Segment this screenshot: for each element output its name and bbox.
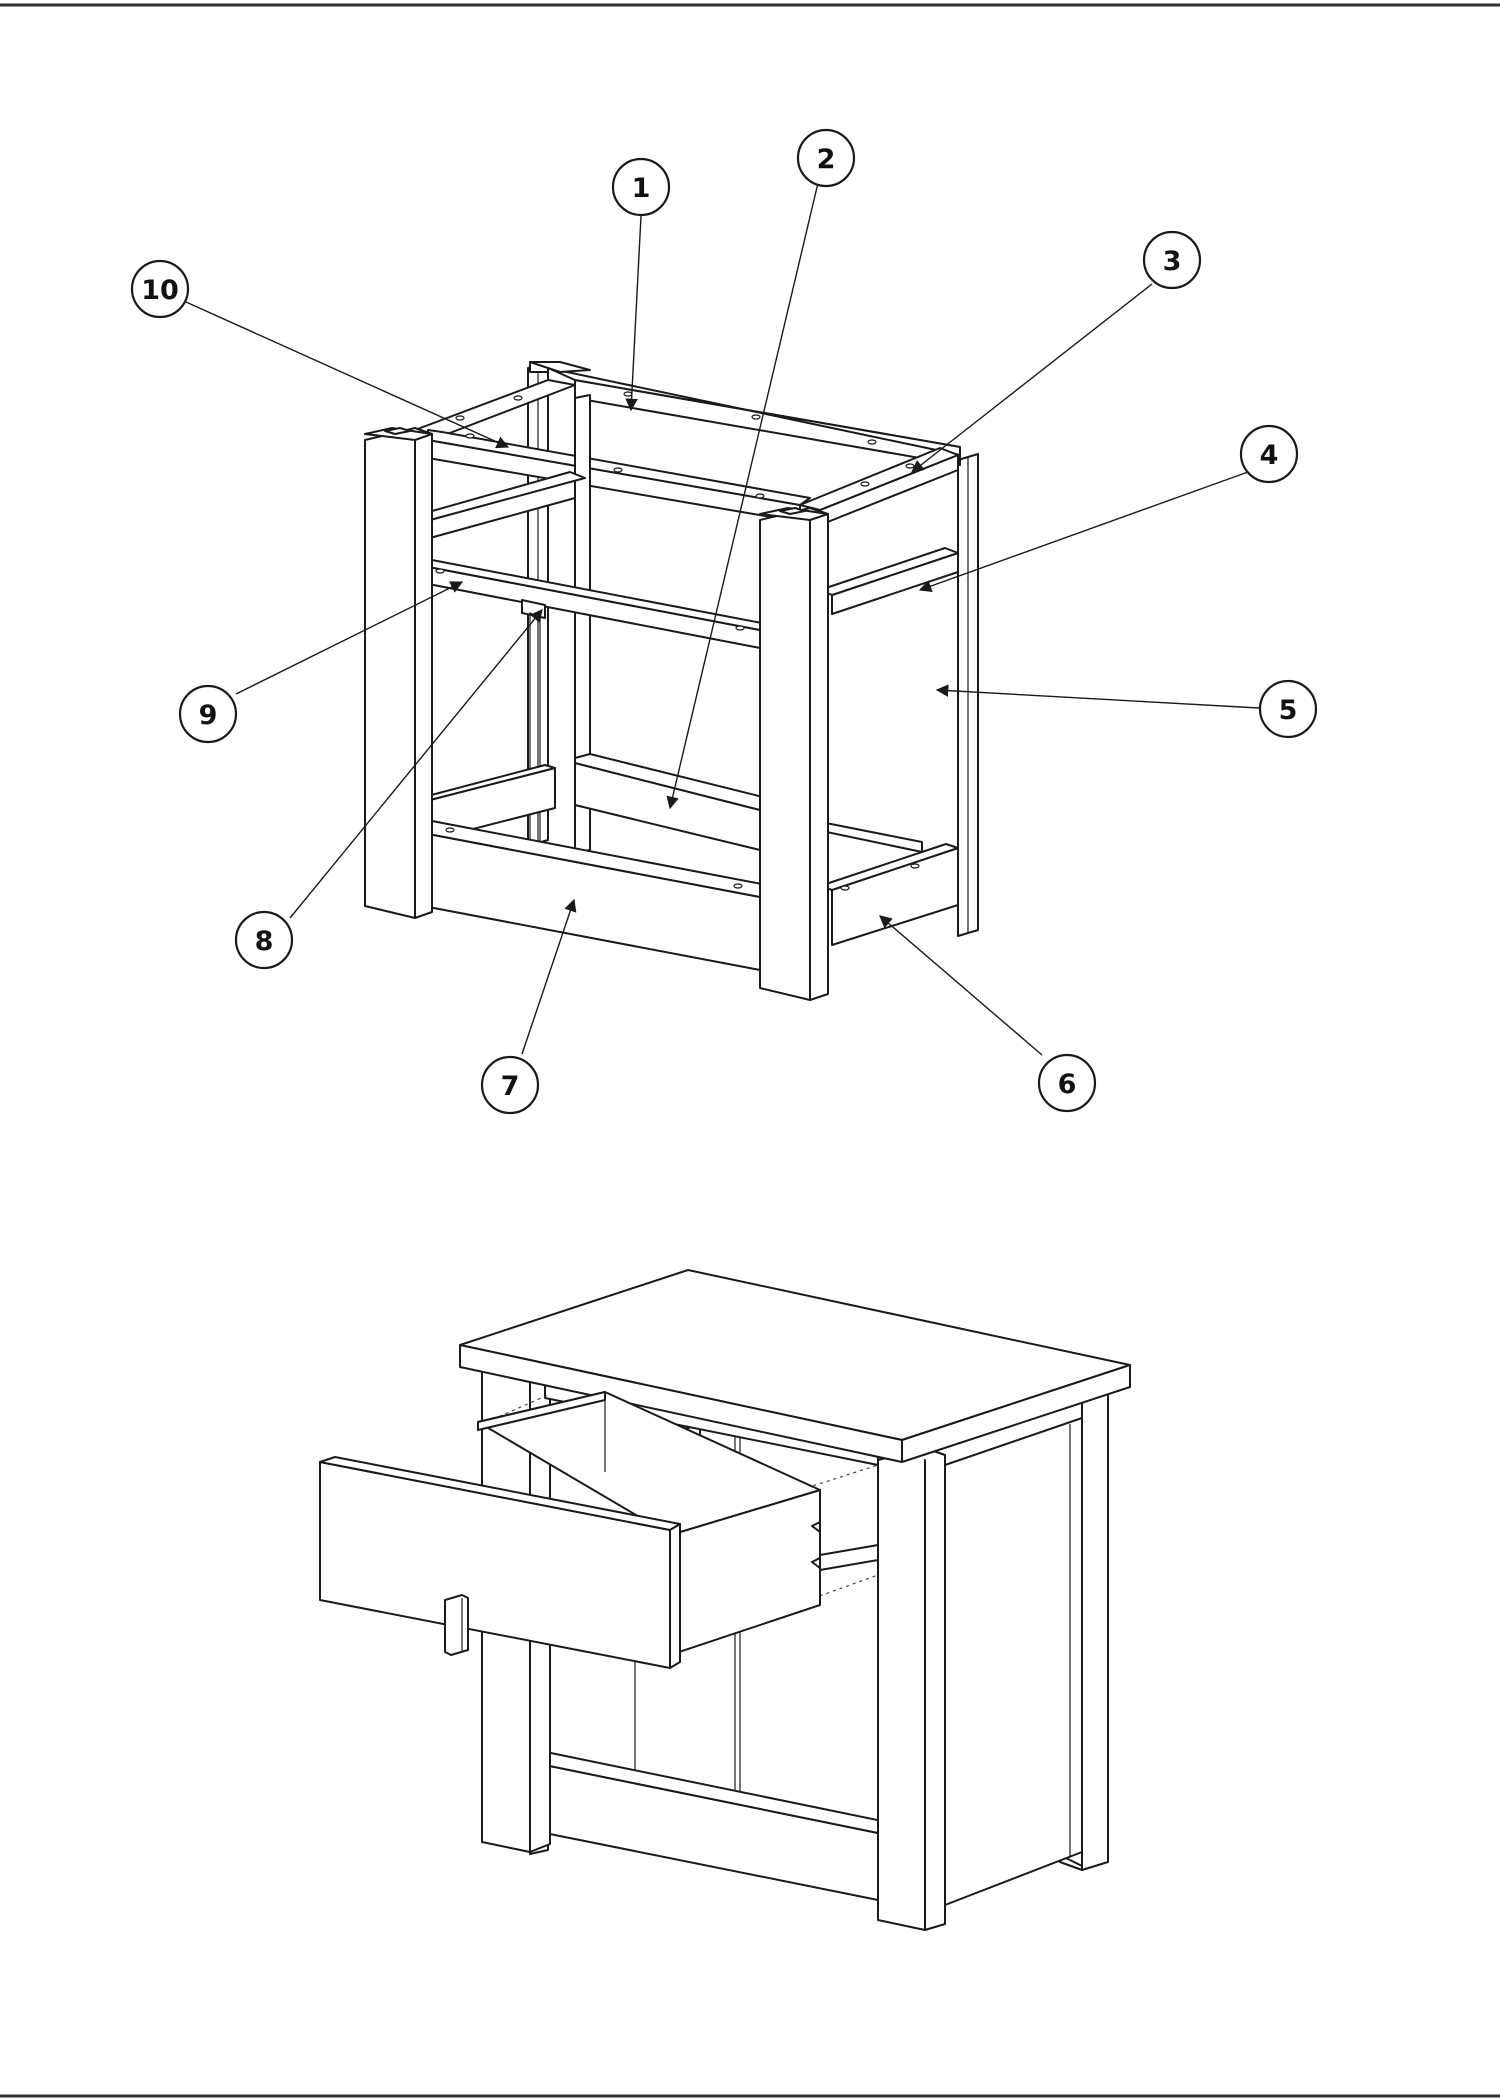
leader-9 — [235, 581, 464, 695]
front-right-post — [759, 507, 829, 1001]
assembled-front-right-post — [877, 1447, 946, 1931]
leader-10 — [185, 301, 510, 449]
leader-4 — [918, 471, 1249, 593]
left-top-rail — [414, 379, 576, 437]
callout-5: 5 — [1258, 679, 1318, 739]
assembled-tabletop — [459, 1269, 1131, 1463]
callout-9: 9 — [178, 684, 238, 744]
frame-assembly — [364, 361, 979, 1001]
back-top-rail-top — [547, 367, 961, 456]
callout-6: 6 — [1037, 1053, 1097, 1113]
leader-7 — [521, 898, 577, 1055]
leader-8 — [289, 609, 543, 919]
front-left-post — [364, 427, 433, 919]
assembled-back-right-post — [1081, 1384, 1109, 1871]
callout-1: 1 — [611, 157, 671, 217]
callout-label-5: 5 — [1279, 695, 1298, 726]
drawer — [319, 1391, 821, 1669]
callout-label-2: 2 — [817, 144, 836, 175]
callout-label-1: 1 — [632, 173, 651, 204]
leader-1 — [625, 215, 642, 412]
callout-8: 8 — [234, 910, 294, 970]
back-center-post — [574, 394, 591, 854]
callout-2: 2 — [796, 128, 856, 188]
tabletop-right-edge — [901, 1364, 1131, 1463]
callouts: 1 2 3 4 5 6 7 8 — [130, 128, 1318, 1115]
assembled-right-side-panel — [944, 1417, 1083, 1906]
callout-label-7: 7 — [501, 1071, 520, 1102]
leader-5 — [935, 684, 1260, 709]
callout-label-10: 10 — [141, 275, 179, 306]
back-top-rail — [574, 379, 961, 466]
callout-7: 7 — [480, 1055, 540, 1115]
callout-label-8: 8 — [255, 926, 274, 957]
callout-3: 3 — [1142, 230, 1202, 290]
callout-label-3: 3 — [1163, 246, 1182, 277]
callout-label-6: 6 — [1058, 1069, 1077, 1100]
callout-10: 10 — [130, 259, 190, 319]
leader-3 — [911, 283, 1153, 473]
drawer-handle — [444, 1594, 469, 1656]
callout-label-9: 9 — [199, 700, 218, 731]
callout-label-4: 4 — [1260, 440, 1279, 471]
callout-4: 4 — [1239, 424, 1299, 484]
leader-lines — [185, 182, 1260, 1056]
leader-6 — [879, 915, 1043, 1056]
leader-2 — [666, 182, 819, 810]
assembled-nightstand — [319, 1269, 1131, 1931]
